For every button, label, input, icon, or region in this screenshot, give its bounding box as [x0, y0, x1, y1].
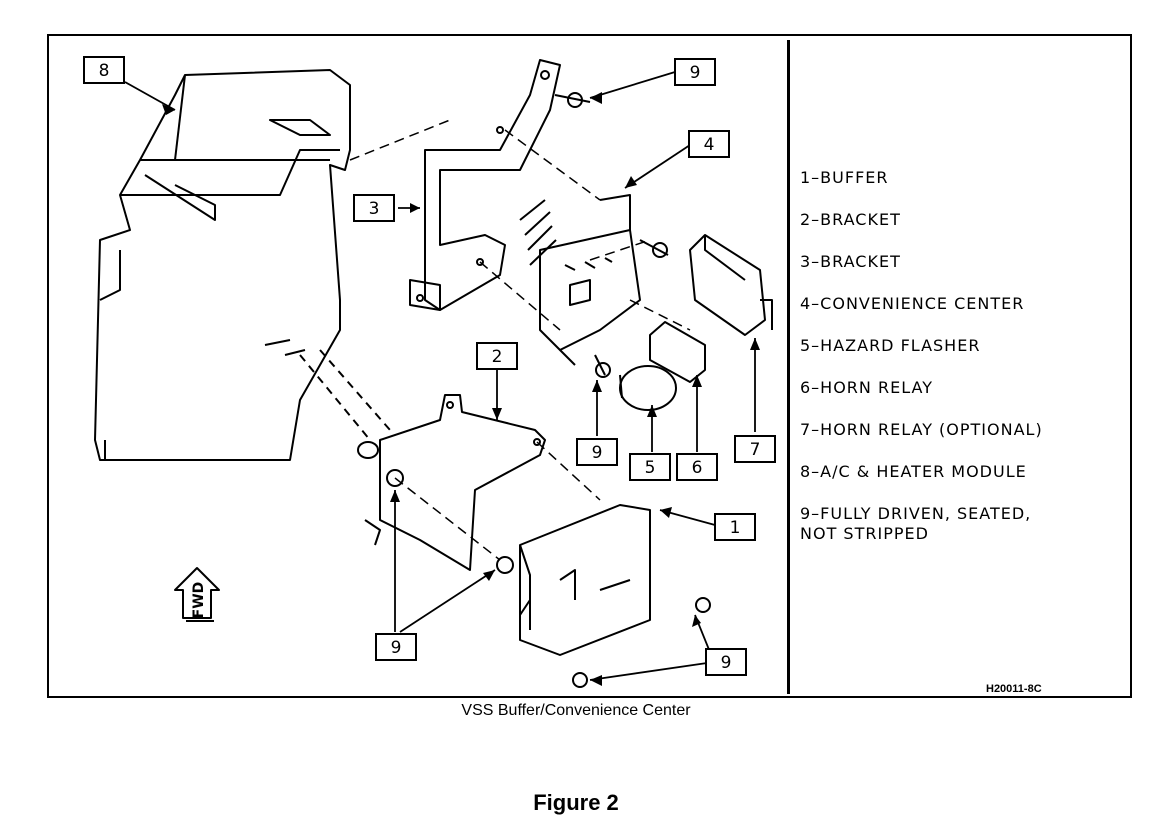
- callout-box: 6: [676, 453, 718, 481]
- callout-box: 2: [476, 342, 518, 370]
- fwd-arrow-icon: [174, 567, 220, 622]
- figure-caption: VSS Buffer/Convenience Center: [461, 702, 691, 719]
- legend-item: 1–BUFFER: [800, 168, 889, 187]
- callout-number: 9: [690, 63, 701, 83]
- legend-item: 2–BRACKET: [800, 210, 901, 229]
- callout-number: 3: [369, 199, 380, 219]
- ac-heater-module: [94, 69, 391, 461]
- hazard-flasher: [619, 365, 677, 411]
- horn-relay: [649, 321, 706, 383]
- legend-item: 9–FULLY DRIVEN, SEATED, NOT STRIPPED: [800, 504, 1032, 543]
- legend-item: 7–HORN RELAY (OPTIONAL): [800, 420, 1043, 439]
- callout-number: 4: [704, 135, 715, 155]
- callout-number: 9: [391, 638, 402, 658]
- legend-item: 6–HORN RELAY: [800, 378, 933, 397]
- callout-box: 9: [375, 633, 417, 661]
- callout-box: 1: [714, 513, 756, 541]
- bracket-2: [357, 394, 546, 571]
- legend-item: 5–HAZARD FLASHER: [800, 336, 981, 355]
- arrow-heads: [162, 92, 760, 686]
- callout-box: 8: [83, 56, 125, 84]
- drawing-code: H20011-8C: [986, 683, 1042, 695]
- diagram-frame: [47, 34, 1132, 698]
- buffer: [519, 504, 651, 656]
- screws: [386, 92, 711, 688]
- callout-number: 9: [592, 443, 603, 463]
- callout-number: 9: [721, 653, 732, 673]
- legend-divider: [787, 40, 790, 694]
- callout-box: 9: [576, 438, 618, 466]
- parts-legend: 1–BUFFER 2–BRACKET 3–BRACKET 4–CONVENIEN…: [800, 168, 1120, 566]
- figure-label: Figure 2: [533, 790, 619, 815]
- callout-number: 7: [750, 440, 761, 460]
- callout-box: 4: [688, 130, 730, 158]
- callout-number: 1: [730, 518, 741, 538]
- legend-item: 8–A/C & HEATER MODULE: [800, 462, 1027, 481]
- legend-item: 4–CONVENIENCE CENTER: [800, 294, 1025, 313]
- leader-lines: [124, 71, 756, 681]
- alignment-lines: [349, 119, 691, 561]
- callout-number: 2: [492, 347, 503, 367]
- fwd-label: FWD: [191, 582, 207, 619]
- bracket-3: [409, 59, 561, 311]
- callout-box: 7: [734, 435, 776, 463]
- callout-box: 3: [353, 194, 395, 222]
- callout-box: 9: [705, 648, 747, 676]
- legend-item: 3–BRACKET: [800, 252, 901, 271]
- callout-number: 8: [99, 61, 110, 81]
- callout-box: 9: [674, 58, 716, 86]
- callout-box: 5: [629, 453, 671, 481]
- convenience-center: [519, 194, 641, 366]
- callout-number: 6: [692, 458, 703, 478]
- callout-number: 5: [645, 458, 656, 478]
- horn-relay-optional: [689, 234, 773, 336]
